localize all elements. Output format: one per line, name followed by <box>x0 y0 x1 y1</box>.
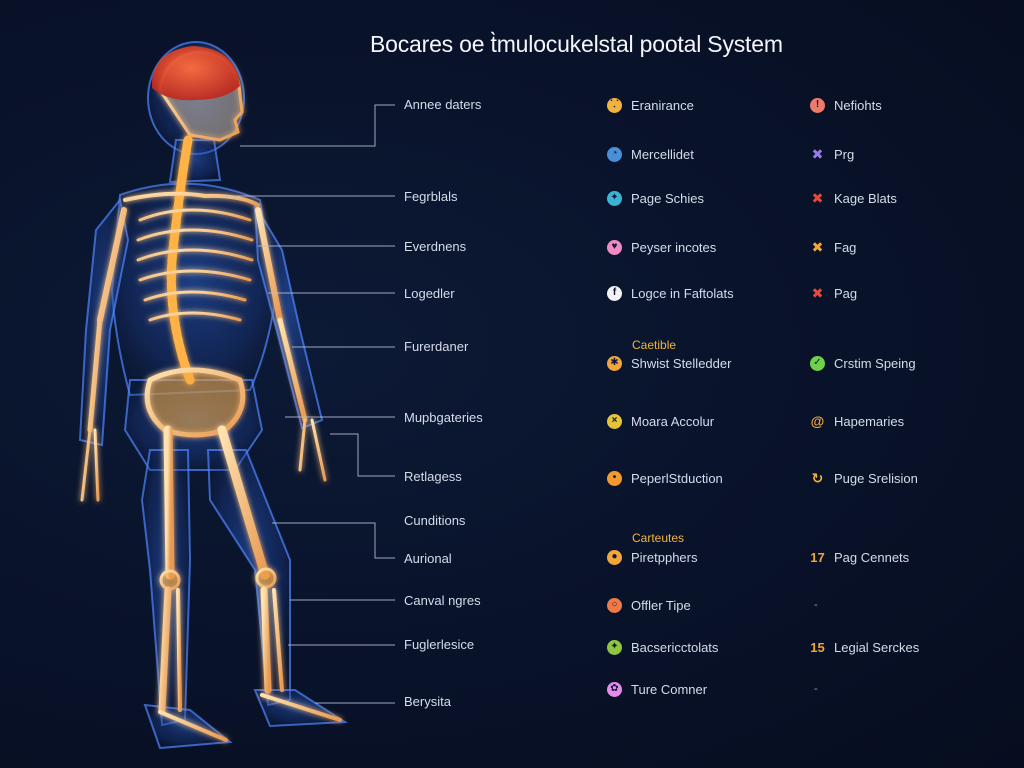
legend-label: Hapemaries <box>834 413 905 429</box>
legend-label: Legial Serckes <box>834 639 920 655</box>
legend-item: ↻ Puge Srelision <box>810 468 918 488</box>
info-icon: f <box>607 285 622 301</box>
callout-label: Fuglerlesice <box>404 637 475 652</box>
number-17-icon: 17 <box>810 549 825 565</box>
number-15-icon: 15 <box>810 639 825 655</box>
legend-item: ◔ Mercellidet <box>607 144 694 164</box>
pin-icon: ✖ <box>811 239 824 255</box>
callout-label: Berysita <box>404 694 451 709</box>
legend-label: Pag <box>834 285 858 301</box>
callout-label: Mupbgateries <box>404 410 483 425</box>
legend-item: f Logce in Faftolats <box>607 283 734 303</box>
callout-label: Canval ngres <box>404 593 481 608</box>
legend-label: Shwist Stelledder <box>631 355 732 371</box>
callout-label: Annee daters <box>404 97 482 112</box>
callout-label: Everdnens <box>404 239 467 254</box>
heart-icon: ♥ <box>607 239 622 255</box>
legend-label: Prg <box>834 146 855 162</box>
legend-item: 17 Pag Cennets <box>810 547 909 567</box>
legend-item: ⸪ Eranirance <box>607 95 694 115</box>
star-icon: ✱ <box>607 355 622 371</box>
legend-item: ✖ Prg <box>810 144 855 164</box>
legend-label: Crstim Speing <box>834 355 916 371</box>
legend-label: Kage Blats <box>834 190 897 206</box>
legend-item: ! Nefiohts <box>810 95 882 115</box>
callout-label: Logedler <box>404 286 455 301</box>
cross-icon: × <box>607 413 622 429</box>
gear-icon: ✦ <box>607 190 622 206</box>
legend-item: ♥ Peyser incotes <box>607 237 716 257</box>
legend-item: × Moara Accolur <box>607 411 714 431</box>
page-title: Bocares oe t̀mulocukelstal pootal System <box>370 31 783 57</box>
refresh-icon: ↻ <box>811 470 824 486</box>
legend-label: Offler Tipe <box>631 597 691 613</box>
legend-label: PeperlStduction <box>631 470 723 486</box>
dash-icon: - <box>814 599 818 611</box>
callout-label: Cunditions <box>404 513 466 528</box>
legend-item: ✱ Shwist Stelledder <box>607 353 731 373</box>
dot-icon: • <box>607 470 622 486</box>
legend-item: ✓ Crstim Speing <box>810 353 916 373</box>
callout-label: Retlagess <box>404 469 462 484</box>
legend-label: Piretpphers <box>631 549 698 565</box>
alert-icon: ! <box>810 97 825 113</box>
legend-item: ✿ Ture Comner <box>607 679 707 699</box>
globe-icon: ◔ <box>607 146 622 162</box>
cluster-icon: ✦ <box>607 639 622 655</box>
legend-item: ✖ Fag <box>810 237 857 257</box>
x-icon: ✖ <box>811 190 824 206</box>
check-icon: ✓ <box>810 355 825 371</box>
bulb-icon: ● <box>607 549 622 565</box>
legend-label: Mercellidet <box>631 146 694 162</box>
callout-label: Aurional <box>404 551 452 566</box>
legend-label: Page Schies <box>631 190 704 206</box>
legend-label: Fag <box>834 239 857 255</box>
spiral-icon: @ <box>810 413 825 429</box>
legend-label: Logce in Faftolats <box>631 285 734 301</box>
joint-icon: ⸪ <box>607 97 622 113</box>
legend-label: Nefiohts <box>834 97 882 113</box>
legend-item: 15 Legial Serckes <box>810 637 919 657</box>
legend-label: Puge Srelision <box>834 470 918 486</box>
legend-label: Ture Comner <box>631 681 708 697</box>
legend-item: ✦ Bacsericctolats <box>607 637 718 657</box>
dash-icon: - <box>814 683 818 695</box>
ring-icon: ○ <box>607 597 622 613</box>
legend-item: ○ Offler Tipe <box>607 595 691 615</box>
legend-label: Moara Accolur <box>631 413 715 429</box>
legend-section-heading: Carteutes <box>632 531 685 545</box>
legend-item: - <box>810 679 818 699</box>
brain-highlight <box>151 46 240 101</box>
legend-label: Bacsericctolats <box>631 639 719 655</box>
callout-label: Furerdaner <box>404 339 469 354</box>
x-mark-icon: ✖ <box>811 285 824 301</box>
legend-section-heading: Caetible <box>632 338 677 352</box>
legend-item: ● Piretpphers <box>607 547 697 567</box>
callout-leader-lines <box>225 104 395 704</box>
legend-item: • PeperlStduction <box>607 468 723 488</box>
legend-label: Eranirance <box>631 97 694 113</box>
legend-item: @ Hapemaries <box>810 411 904 431</box>
legend-item: ✖ Pag <box>810 283 858 303</box>
legend-item: ✦ Page Schies <box>607 188 704 208</box>
flower-icon: ✿ <box>607 681 622 697</box>
callout-label: Fegrblals <box>404 189 458 204</box>
legend-label: Pag Cennets <box>834 549 910 565</box>
legend-item: - <box>810 595 818 615</box>
legend-item: ✖ Kage Blats <box>810 188 897 208</box>
legend-label: Peyser incotes <box>631 239 717 255</box>
bone-icon: ✖ <box>811 146 824 162</box>
